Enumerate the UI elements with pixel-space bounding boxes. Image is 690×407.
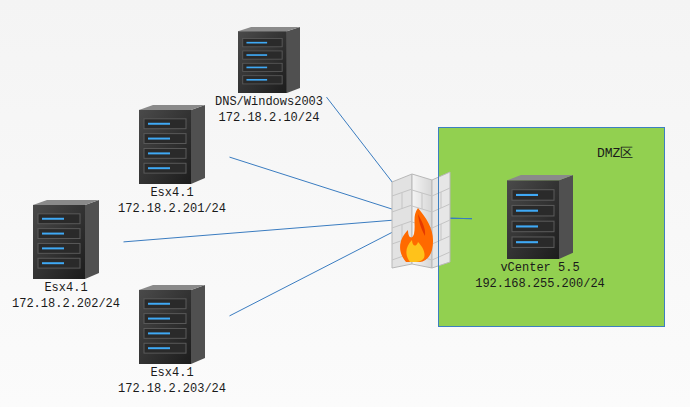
zone-label: DMZ区	[597, 146, 664, 162]
server-name: DNS/Windows2003	[212, 94, 327, 110]
server-name: Esx4.1	[115, 185, 230, 201]
server-icon	[238, 27, 300, 93]
ip-address: 172.18.2.201/24	[115, 201, 230, 217]
server-icon	[507, 175, 573, 259]
server-node: vCenter 5.5192.168.255.200/24	[472, 175, 608, 292]
ip-address: 172.18.2.10/24	[212, 110, 327, 126]
server-icon	[33, 200, 99, 279]
server-node: Esx4.1172.18.2.203/24	[115, 285, 230, 397]
server-node: DNS/Windows2003172.18.2.10/24	[212, 27, 327, 126]
server-name: vCenter 5.5	[472, 260, 608, 276]
server-name: Esx4.1	[115, 365, 230, 381]
server-node: Esx4.1172.18.2.201/24	[115, 105, 230, 217]
ip-address: 172.18.2.203/24	[115, 381, 230, 397]
firewall-symbol	[392, 172, 450, 268]
server-name: Esx4.1	[9, 280, 124, 296]
ip-address: 172.18.2.202/24	[9, 296, 124, 312]
ip-address: 192.168.255.200/24	[472, 276, 608, 292]
server-icon	[139, 105, 205, 184]
server-node: Esx4.1172.18.2.202/24	[9, 200, 124, 312]
server-icon	[139, 285, 205, 364]
dmz-zone: DMZ区 vCenter 5.5192.168.255.200/24	[438, 127, 665, 327]
